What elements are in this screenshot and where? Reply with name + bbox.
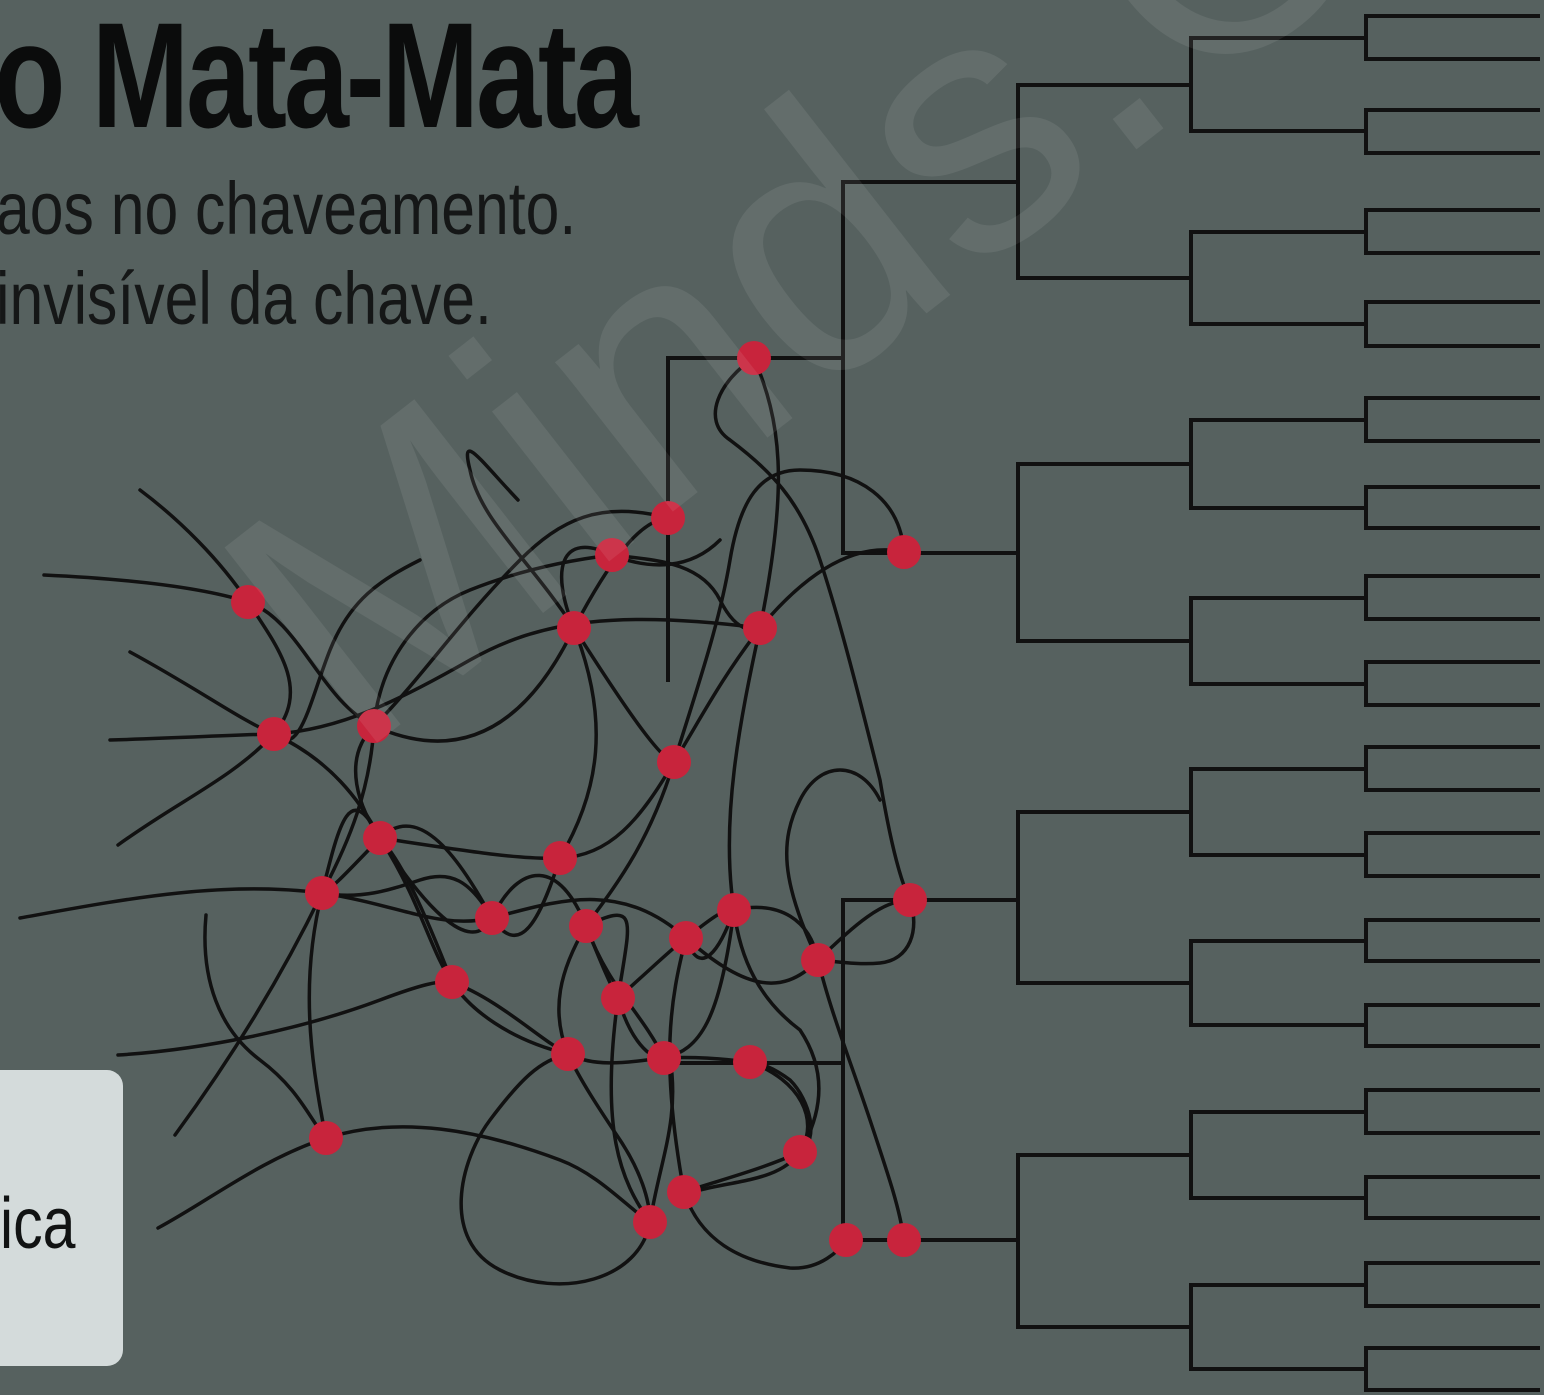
tangle-node <box>551 1037 585 1071</box>
tangle-node <box>595 538 629 572</box>
subtitle-line-1: aos no chaveamento. <box>0 167 577 250</box>
tangle-node <box>309 1121 343 1155</box>
tangle-node <box>657 745 691 779</box>
tangle-node <box>801 943 835 977</box>
bracket-leaves <box>1364 14 1540 1392</box>
tangle-node <box>363 821 397 855</box>
tangle <box>18 356 1020 1286</box>
tangle-node <box>737 341 771 375</box>
tangle-nodes <box>231 341 927 1257</box>
tangle-node <box>569 909 603 943</box>
info-card-text: ica <box>0 1184 76 1264</box>
tangle-node <box>257 717 291 751</box>
tangle-node <box>829 1223 863 1257</box>
tangle-node <box>357 709 391 743</box>
tangle-node <box>651 501 685 535</box>
tangle-node <box>305 876 339 910</box>
tangle-node <box>557 611 591 645</box>
tangle-node <box>543 841 577 875</box>
tangle-node <box>435 965 469 999</box>
tangle-node <box>633 1205 667 1239</box>
tangle-node <box>669 921 703 955</box>
tangle-node <box>887 535 921 569</box>
bracket-semifinals <box>666 180 1020 1242</box>
tangle-node <box>647 1041 681 1075</box>
bracket-quarterfinals <box>1016 83 1193 1329</box>
tangle-node <box>475 901 509 935</box>
tangle-node <box>733 1045 767 1079</box>
subtitle-line-2: invisível da chave. <box>0 257 492 340</box>
tangle-node <box>893 883 927 917</box>
info-card <box>0 1070 123 1366</box>
tangle-node <box>783 1135 817 1169</box>
bracket-round-16 <box>1189 36 1368 1371</box>
bracket <box>666 14 1540 1392</box>
tangle-node <box>601 981 635 1015</box>
tangle-node <box>743 611 777 645</box>
tangle-node <box>717 893 751 927</box>
tangle-node <box>667 1175 701 1209</box>
tangle-node <box>231 585 265 619</box>
page-title: o Mata-Mata <box>0 0 639 159</box>
tangle-node <box>887 1223 921 1257</box>
